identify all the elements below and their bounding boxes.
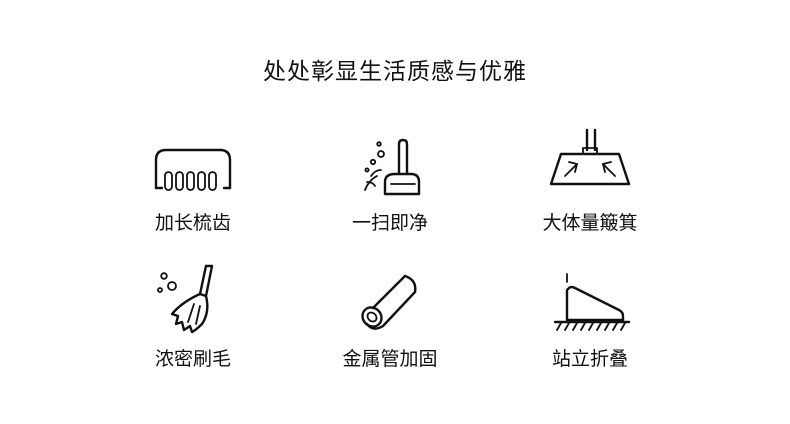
feature-label: 浓密刷毛 — [154, 348, 231, 370]
feature-stand-fold: 站立折叠 — [490, 273, 690, 396]
feature-metal-tube: 金属管加固 — [290, 274, 490, 396]
feature-label: 大体量簸箕 — [542, 212, 638, 234]
page-title: 处处彰显生活质感与优雅 — [263, 59, 527, 85]
broom-dustpan-icon — [364, 138, 421, 196]
feature-label: 金属管加固 — [342, 348, 438, 370]
feature-large-dustpan: 大体量簸箕 — [490, 128, 690, 260]
metal-tube-icon — [361, 274, 417, 330]
feature-one-sweep: 一扫即净 — [290, 138, 490, 260]
feature-label: 站立折叠 — [551, 348, 628, 370]
feature-label: 加长梳齿 — [154, 212, 231, 234]
stand-fold-icon — [553, 273, 631, 331]
dustpan-icon — [549, 128, 631, 186]
feature-long-comb: 加长梳齿 — [93, 140, 293, 260]
comb-icon — [154, 148, 232, 191]
feature-label: 一扫即净 — [351, 212, 428, 234]
feature-thick-bristles: 浓密刷毛 — [93, 264, 293, 396]
brush-icon — [157, 264, 214, 334]
